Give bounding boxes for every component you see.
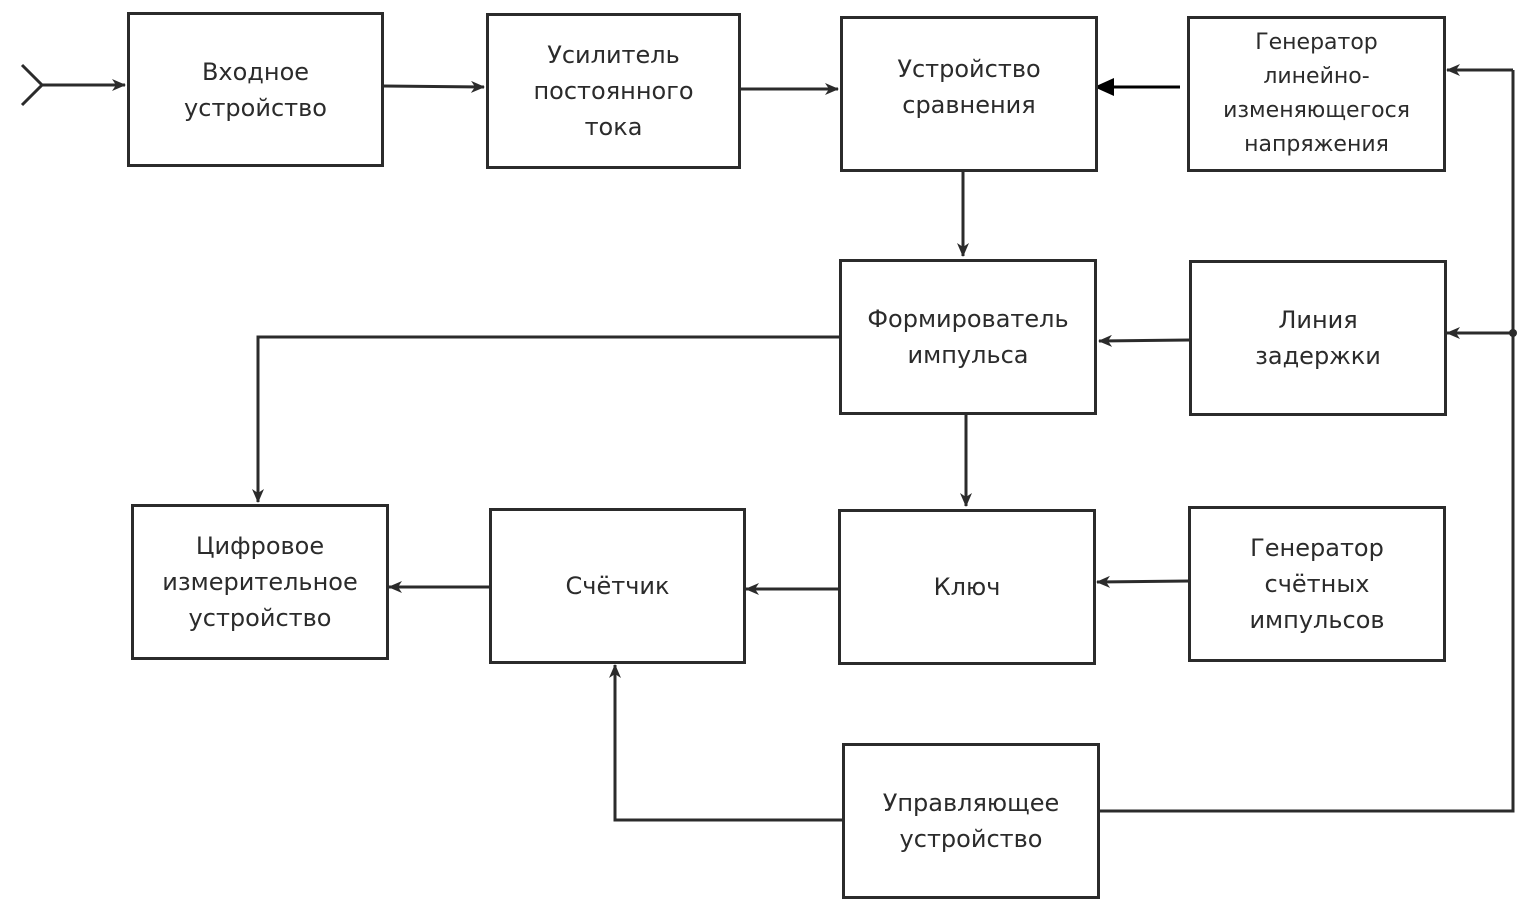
block-label: Счётчик [565,572,670,600]
block-ramp-generator: Генератор линейно- изменяющегося напряже… [1187,16,1446,172]
junction-dot [1509,329,1517,337]
block-label: Линия задержки [1255,306,1381,370]
block-label: Усилитель постоянного тока [533,41,694,141]
block-control-device: Управляющее устройство [842,743,1100,899]
block-label: Управляющее устройство [882,789,1060,853]
block-comparator: Устройство сравнения [840,16,1098,172]
wire-control-to-bus [1099,70,1515,813]
block-label: Ключ [933,573,1001,601]
block-delay-line: Линия задержки [1189,260,1447,416]
block-label: Генератор линейно- изменяющегося напряже… [1223,30,1410,157]
block-counter: Счётчик [489,508,746,664]
arrow-input-device-to-amp [382,80,485,93]
block-key: Ключ [838,509,1096,665]
arrow-former-to-meter [252,335,840,503]
block-label: Цифровое измерительное устройство [162,532,358,632]
input-terminal-icon [20,63,45,107]
arrow-control-to-counter [609,664,845,822]
block-count-pulse-generator: Генератор счётных импульсов [1188,506,1446,662]
block-label: Формирователь импульса [867,305,1069,369]
block-input-device: Входное устройство [127,12,384,167]
arrow-countgen-to-key [1096,575,1191,588]
block-label: Генератор счётных импульсов [1249,534,1385,634]
block-label: Входное устройство [184,57,327,122]
block-pulse-former: Формирователь импульса [839,259,1097,415]
block-label: Устройство сравнения [897,55,1041,119]
block-digital-meter: Цифровое измерительное устройство [131,504,389,660]
block-dc-amplifier: Усилитель постоянного тока [486,13,741,169]
arrow-delay-to-former [1098,334,1191,347]
